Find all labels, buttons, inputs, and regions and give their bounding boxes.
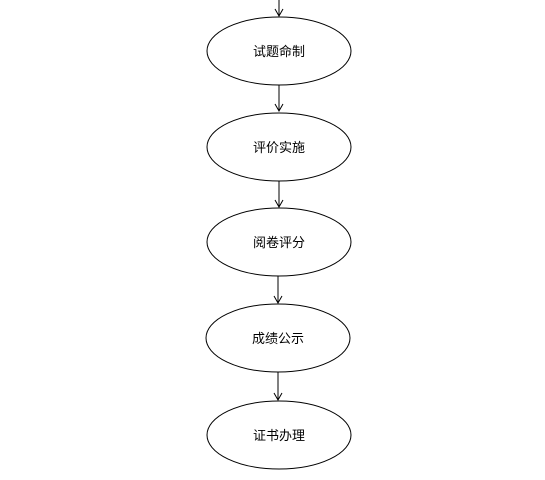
node-label: 阅卷评分 — [253, 235, 305, 251]
node-label: 试题命制 — [253, 44, 305, 60]
flow-arrow-1-2 — [274, 85, 284, 113]
flow-arrow-2-3 — [274, 181, 284, 209]
node-ellipse — [206, 207, 352, 277]
flow-node-score-publication: 成绩公示 — [205, 303, 351, 373]
flow-arrow-4-5 — [273, 372, 283, 402]
flow-node-certificate-processing: 证书办理 — [206, 400, 352, 470]
flow-arrow-3-4 — [273, 276, 283, 305]
node-ellipse — [206, 400, 352, 470]
node-label: 证书办理 — [253, 429, 305, 444]
node-label: 成绩公示 — [252, 332, 304, 347]
flow-arrow-incoming — [274, 0, 284, 18]
flow-node-evaluation-implementation: 评价实施 — [206, 112, 352, 182]
node-label: 评价实施 — [253, 141, 305, 156]
flow-node-question-setting: 试题命制 — [206, 16, 352, 86]
flow-node-marking-scoring: 阅卷评分 — [206, 207, 352, 277]
